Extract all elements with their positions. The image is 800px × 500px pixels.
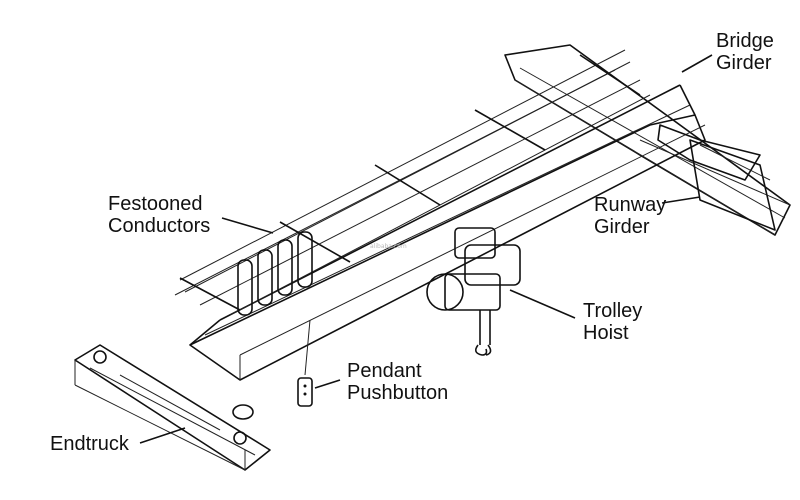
label-trolley-hoist: Trolley Hoist bbox=[583, 300, 643, 344]
label-bridge-girder: Bridge Girder bbox=[716, 30, 774, 74]
watermark: alibaba.com bbox=[370, 243, 407, 250]
bridge-girder bbox=[189, 84, 761, 381]
label-festooned-conductors: Festooned Conductors bbox=[108, 193, 211, 237]
label-endtruck: Endtruck bbox=[50, 433, 129, 455]
festoon-loops bbox=[237, 231, 313, 316]
endtruck-drawing bbox=[74, 344, 271, 471]
runway-girder bbox=[504, 44, 791, 236]
label-pendant-pushbutton: Pendant Pushbutton bbox=[347, 360, 449, 404]
label-runway-girder: Runway Girder bbox=[594, 194, 667, 238]
leader-lines bbox=[139, 54, 713, 444]
walkway-rails bbox=[174, 49, 651, 316]
pendant-pushbutton-drawing bbox=[297, 319, 313, 407]
trolley-hoist-drawing bbox=[426, 227, 521, 356]
